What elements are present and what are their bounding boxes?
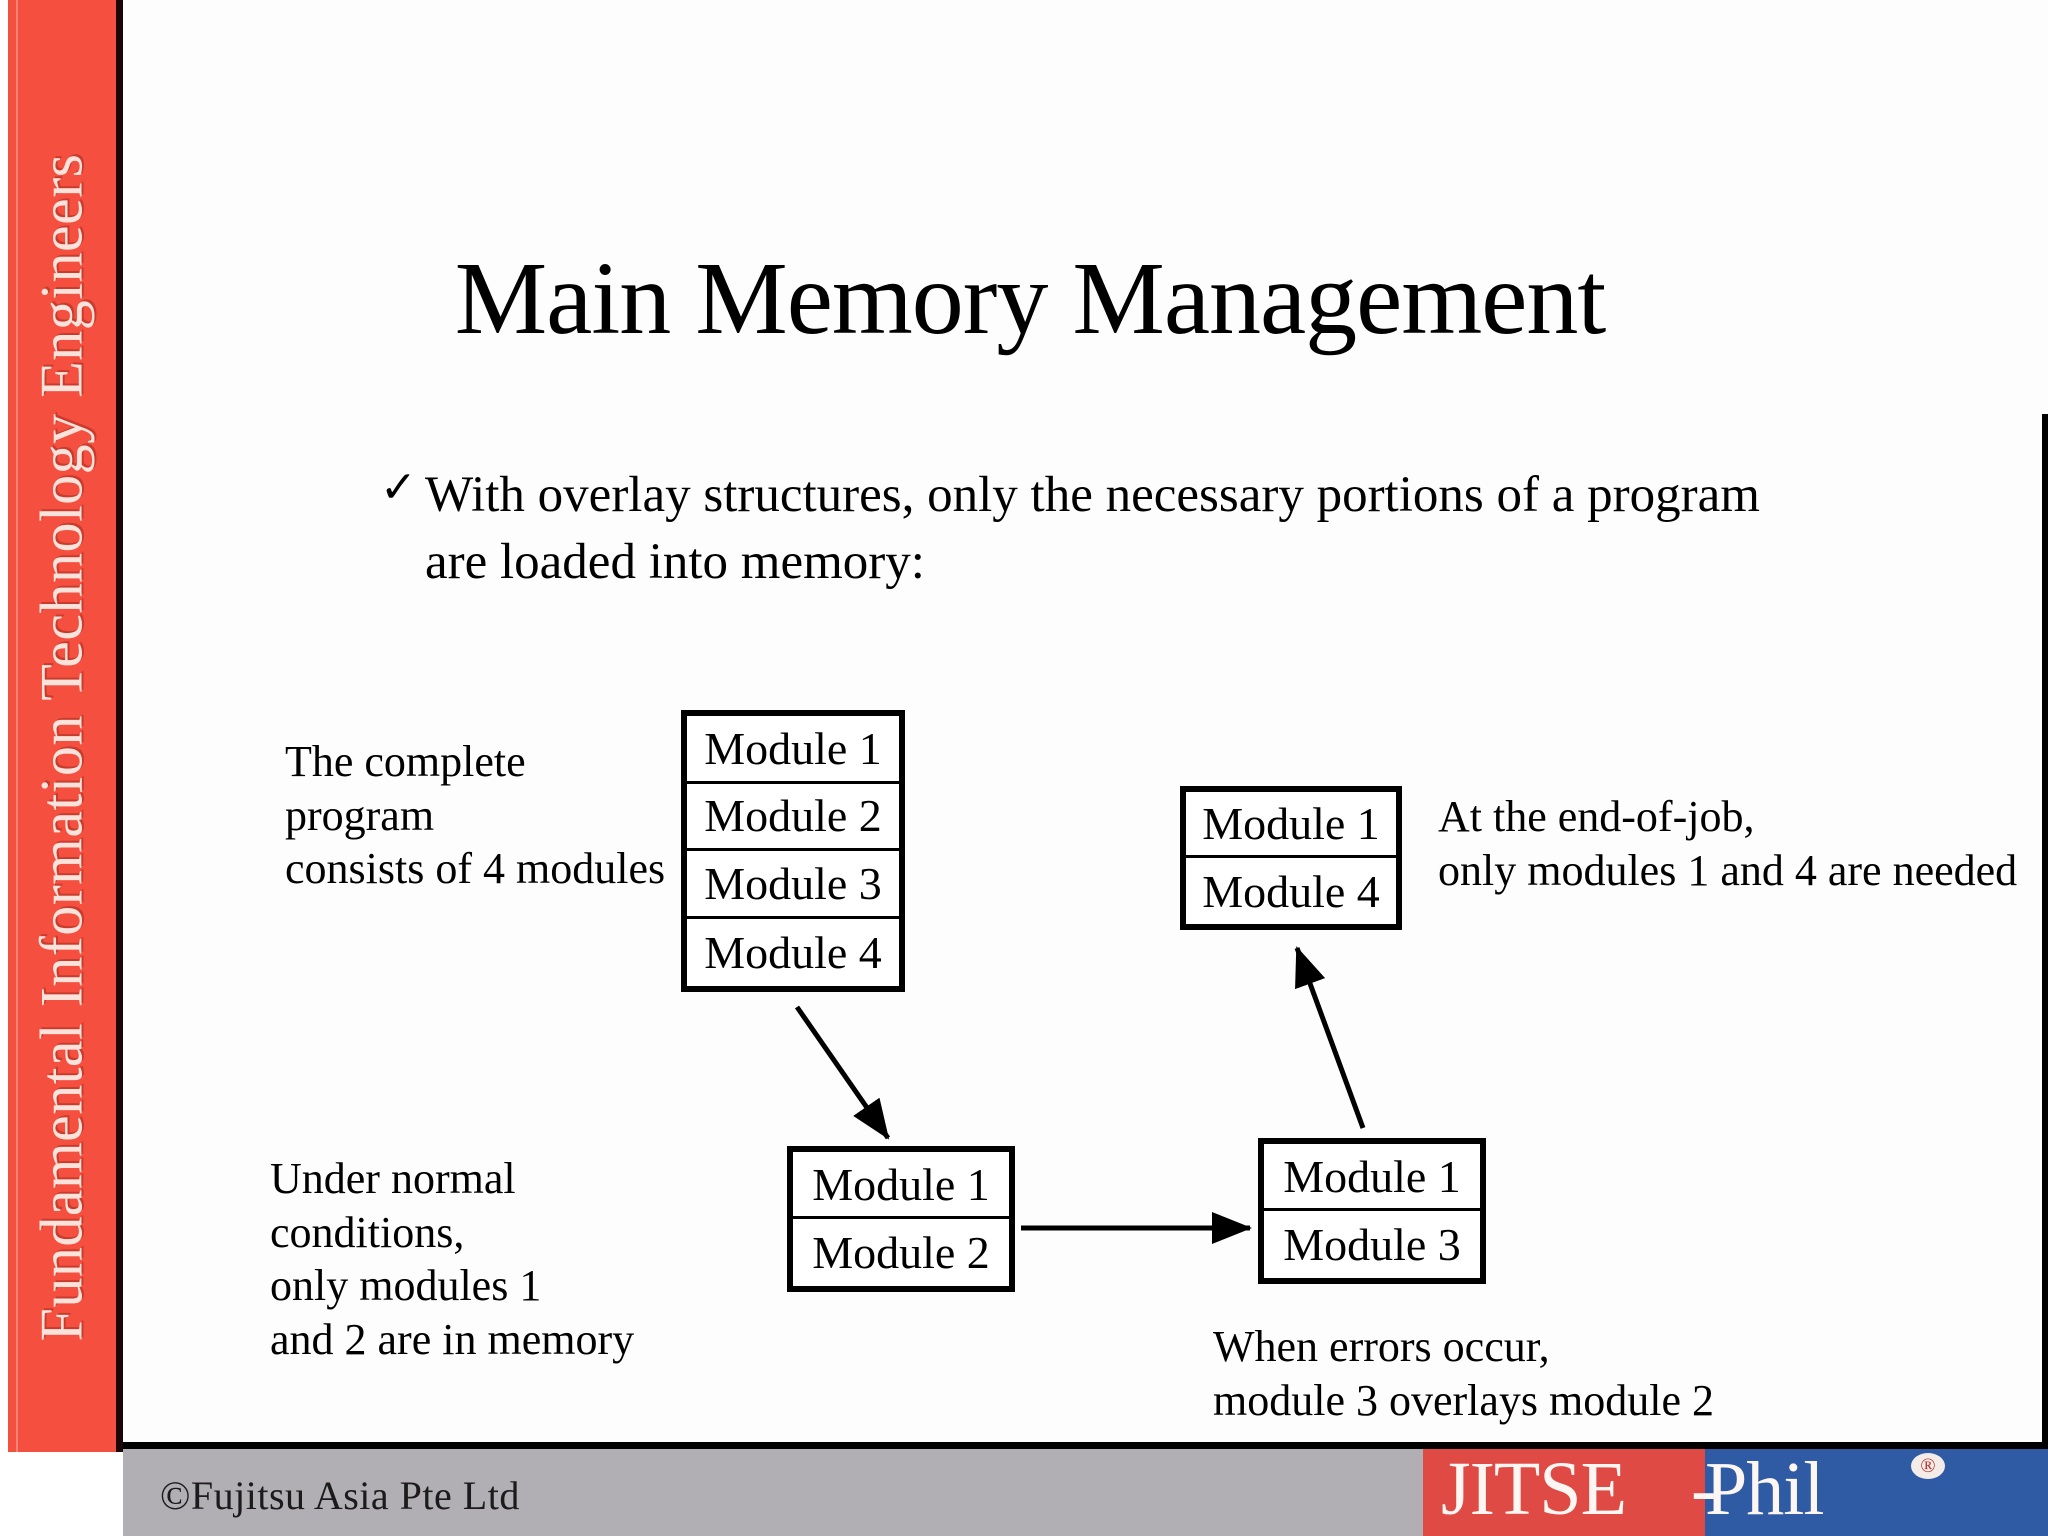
memory-box-error-overlay: Module 1 Module 3	[1258, 1138, 1486, 1284]
module-row: Module 1	[1264, 1144, 1480, 1211]
logo-red-block: JITSE	[1423, 1449, 1705, 1536]
right-edge-rule	[2042, 414, 2048, 1446]
module-row: Module 2	[687, 783, 899, 851]
footer-copyright: ©Fujitsu Asia Pte Ltd	[160, 1473, 520, 1518]
registered-trademark-icon: ®	[1911, 1453, 1945, 1479]
sidebar-title-text: Fundamental Information Technology Engin…	[28, 153, 95, 1342]
sidebar-vertical-title: Fundamental Information Technology Engin…	[8, 0, 116, 1452]
module-row: Module 1	[1186, 792, 1396, 858]
memory-box-complete-program: Module 1 Module 2 Module 3 Module 4	[681, 710, 905, 992]
logo-text-phil: Phil	[1705, 1446, 1824, 1531]
slide-content-area	[123, 0, 2048, 1446]
annotation-complete-program: The complete program consists of 4 modul…	[285, 737, 666, 894]
annotation-normal-conditions: Under normal conditions, only modules 1 …	[270, 1154, 635, 1365]
module-row: Module 3	[1264, 1211, 1480, 1278]
module-row: Module 4	[687, 918, 899, 986]
bullet-text: With overlay structures, only the necess…	[425, 467, 1760, 591]
module-row: Module 1	[793, 1152, 1009, 1219]
footer-divider	[123, 1442, 2048, 1449]
annotation-errors: When errors occur, module 3 overlays mod…	[1213, 1322, 1715, 1425]
page-title: Main Memory Management	[454, 241, 1607, 356]
annotation-end-of-job: At the end-of-job, only modules 1 and 4 …	[1438, 792, 2018, 895]
jitse-phil-logo: JITSE - Phil ®	[1423, 1449, 2048, 1536]
module-row: Module 3	[687, 851, 899, 919]
memory-box-end-of-job: Module 1 Module 4	[1180, 786, 1402, 930]
module-row: Module 2	[793, 1219, 1009, 1286]
bullet-item: ✓ With overlay structures, only the nece…	[380, 462, 1800, 597]
check-mark-icon: ✓	[380, 463, 417, 512]
sidebar-banner	[8, 0, 116, 1452]
module-row: Module 4	[1186, 858, 1396, 924]
sidebar-divider-line	[116, 0, 123, 1452]
memory-box-normal-conditions: Module 1 Module 2	[787, 1146, 1015, 1292]
logo-blue-block: - Phil ®	[1691, 1446, 2048, 1536]
sidebar-highlight-line	[16, 0, 18, 1452]
module-row: Module 1	[687, 716, 899, 784]
logo-text-jitse: JITSE	[1441, 1446, 1627, 1531]
logo-dash: -	[1691, 1446, 1717, 1531]
